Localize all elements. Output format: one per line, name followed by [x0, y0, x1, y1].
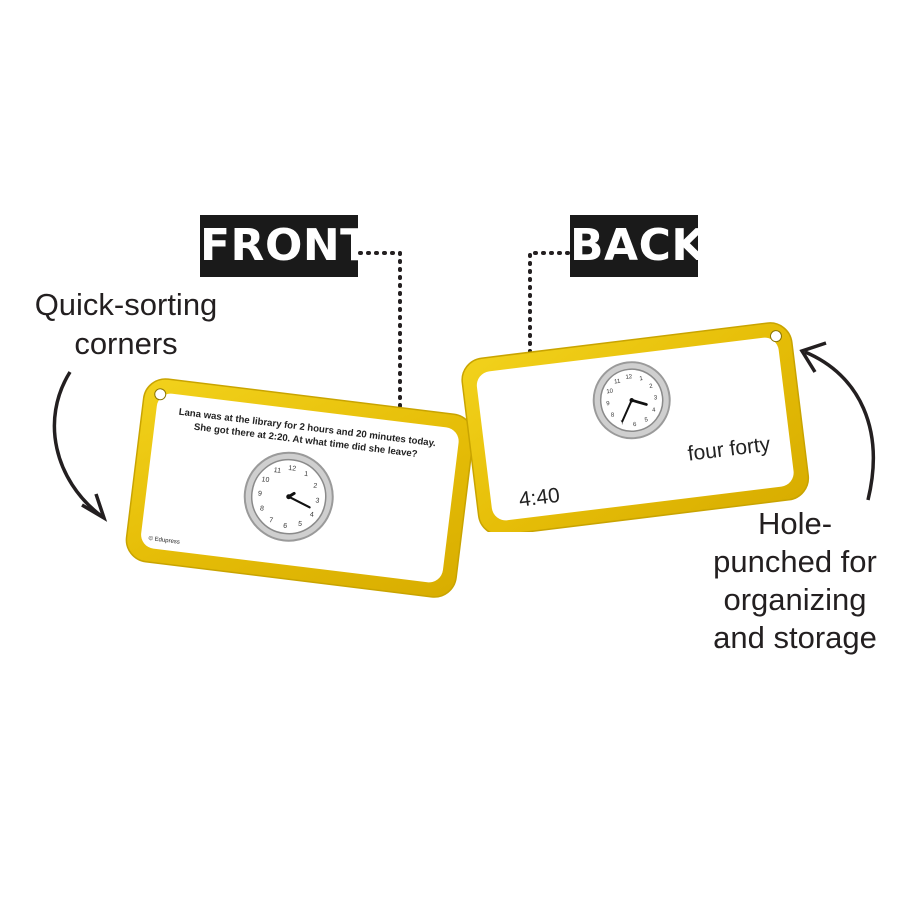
- clock-number: 7: [269, 517, 274, 524]
- clock-number: 9: [257, 490, 262, 497]
- hole-callout-line2: punched for: [713, 544, 877, 579]
- clock-number: 1: [304, 471, 309, 478]
- clock-number: 8: [611, 412, 616, 418]
- front-label: FRONT: [200, 215, 370, 277]
- hole-callout: Hole- punched for organizing and storage: [700, 505, 890, 657]
- clock-number: 12: [288, 465, 297, 473]
- clock-number: 2: [313, 483, 318, 490]
- clock-number: 3: [654, 395, 659, 401]
- clock-number: 4: [652, 407, 657, 413]
- back-time-digital: 4:40: [518, 484, 561, 512]
- corners-callout: Quick-sorting corners: [16, 285, 236, 363]
- clock-number: 9: [606, 401, 611, 407]
- clock-number: 3: [315, 497, 320, 504]
- clock-number: 10: [261, 476, 270, 484]
- clock-number: 12: [625, 374, 633, 381]
- clock-number: 4: [309, 511, 314, 518]
- front-dotted-connector: [358, 251, 402, 417]
- hole-callout-line1: Hole-: [757, 506, 833, 541]
- clock-number: 10: [606, 388, 614, 395]
- clock-number: 1: [639, 376, 644, 382]
- corners-arrowhead-icon: [81, 493, 108, 522]
- hole-callout-line3: organizing: [723, 582, 867, 617]
- clock-number: 5: [298, 521, 303, 528]
- clock-number: 11: [273, 467, 281, 475]
- clock-number: 5: [644, 417, 649, 423]
- clock-number: 7: [620, 420, 625, 426]
- clock-number: 11: [614, 379, 622, 386]
- hole-curved-arrow: [804, 350, 876, 501]
- front-copyright: © Edupress: [148, 535, 180, 546]
- corners-callout-line1: Quick-sorting: [34, 287, 218, 322]
- clock-number: 6: [633, 422, 638, 428]
- clock-number: 6: [283, 523, 288, 530]
- front-card-hole-icon: [154, 388, 167, 401]
- back-dotted-connector: [528, 251, 570, 357]
- back-card-hole-icon: [769, 330, 782, 343]
- clock-number: 8: [260, 505, 265, 512]
- corners-callout-line2: corners: [74, 326, 178, 361]
- hole-arrowhead-icon: [799, 341, 827, 373]
- back-label: BACK: [570, 215, 705, 277]
- corners-curved-arrow: [52, 371, 102, 517]
- front-card: Lana was at the library for 2 hours and …: [125, 378, 475, 598]
- clock-number: 2: [649, 384, 654, 390]
- hole-callout-line4: and storage: [713, 620, 877, 655]
